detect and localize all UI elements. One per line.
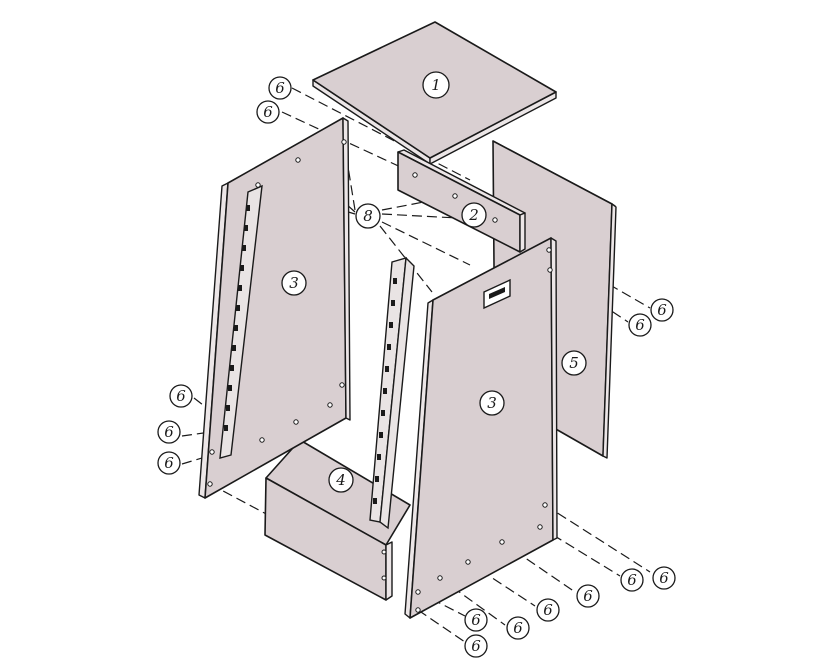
right-rail	[369, 256, 415, 530]
callout-label: 3	[289, 274, 299, 292]
callout-label: 2	[468, 206, 479, 224]
callout-back-rail: 2	[461, 202, 487, 228]
callout-side-panel-left: 3	[281, 270, 307, 296]
callout-6: 6	[576, 584, 600, 608]
callout-label: 1	[431, 76, 441, 94]
svg-text:6: 6	[627, 571, 637, 589]
svg-text:6: 6	[275, 79, 285, 97]
svg-text:6: 6	[543, 601, 553, 619]
callout-label: 5	[569, 354, 579, 372]
svg-text:6: 6	[657, 301, 667, 319]
callout-label: 8	[363, 207, 373, 225]
svg-text:6: 6	[164, 423, 174, 441]
svg-text:6: 6	[176, 387, 186, 405]
callout-side-panel-right: 3	[479, 390, 505, 416]
callout-bottom-panel: 4	[328, 467, 354, 493]
callout-6: 6	[157, 420, 181, 444]
side-panel-right	[404, 237, 558, 619]
callout-6: 6	[620, 568, 644, 592]
callout-6: 6	[464, 608, 488, 632]
callout-6: 6	[506, 616, 530, 640]
svg-text:6: 6	[635, 316, 645, 334]
rail-slots	[224, 205, 250, 431]
svg-text:6: 6	[583, 587, 593, 605]
callout-6: 6	[157, 451, 181, 475]
callouts-fastener-6: 6 6 6 6 6 6 6 6 6 6 6 6 6 6	[157, 76, 676, 658]
callout-6: 6	[536, 598, 560, 622]
callout-back-panel: 5	[561, 350, 587, 376]
callout-6: 6	[256, 100, 280, 124]
back-rail	[397, 149, 526, 253]
side-panel-left	[198, 117, 351, 499]
callout-6: 6	[628, 313, 652, 337]
callout-6: 6	[464, 634, 488, 658]
callout-6: 6	[652, 566, 676, 590]
callout-6: 6	[268, 76, 292, 100]
svg-text:6: 6	[659, 569, 669, 587]
callout-label: 3	[487, 394, 497, 412]
callout-6: 6	[169, 384, 193, 408]
handle-icon	[483, 278, 511, 310]
callout-6: 6	[650, 298, 674, 322]
svg-text:6: 6	[164, 454, 174, 472]
callout-top-panel: 1	[422, 71, 450, 99]
svg-text:6: 6	[471, 611, 481, 629]
svg-text:6: 6	[471, 637, 481, 655]
svg-text:6: 6	[263, 103, 273, 121]
svg-text:6: 6	[513, 619, 523, 637]
callout-label: 4	[335, 471, 346, 489]
callout-fastener-8: 8	[355, 203, 381, 229]
